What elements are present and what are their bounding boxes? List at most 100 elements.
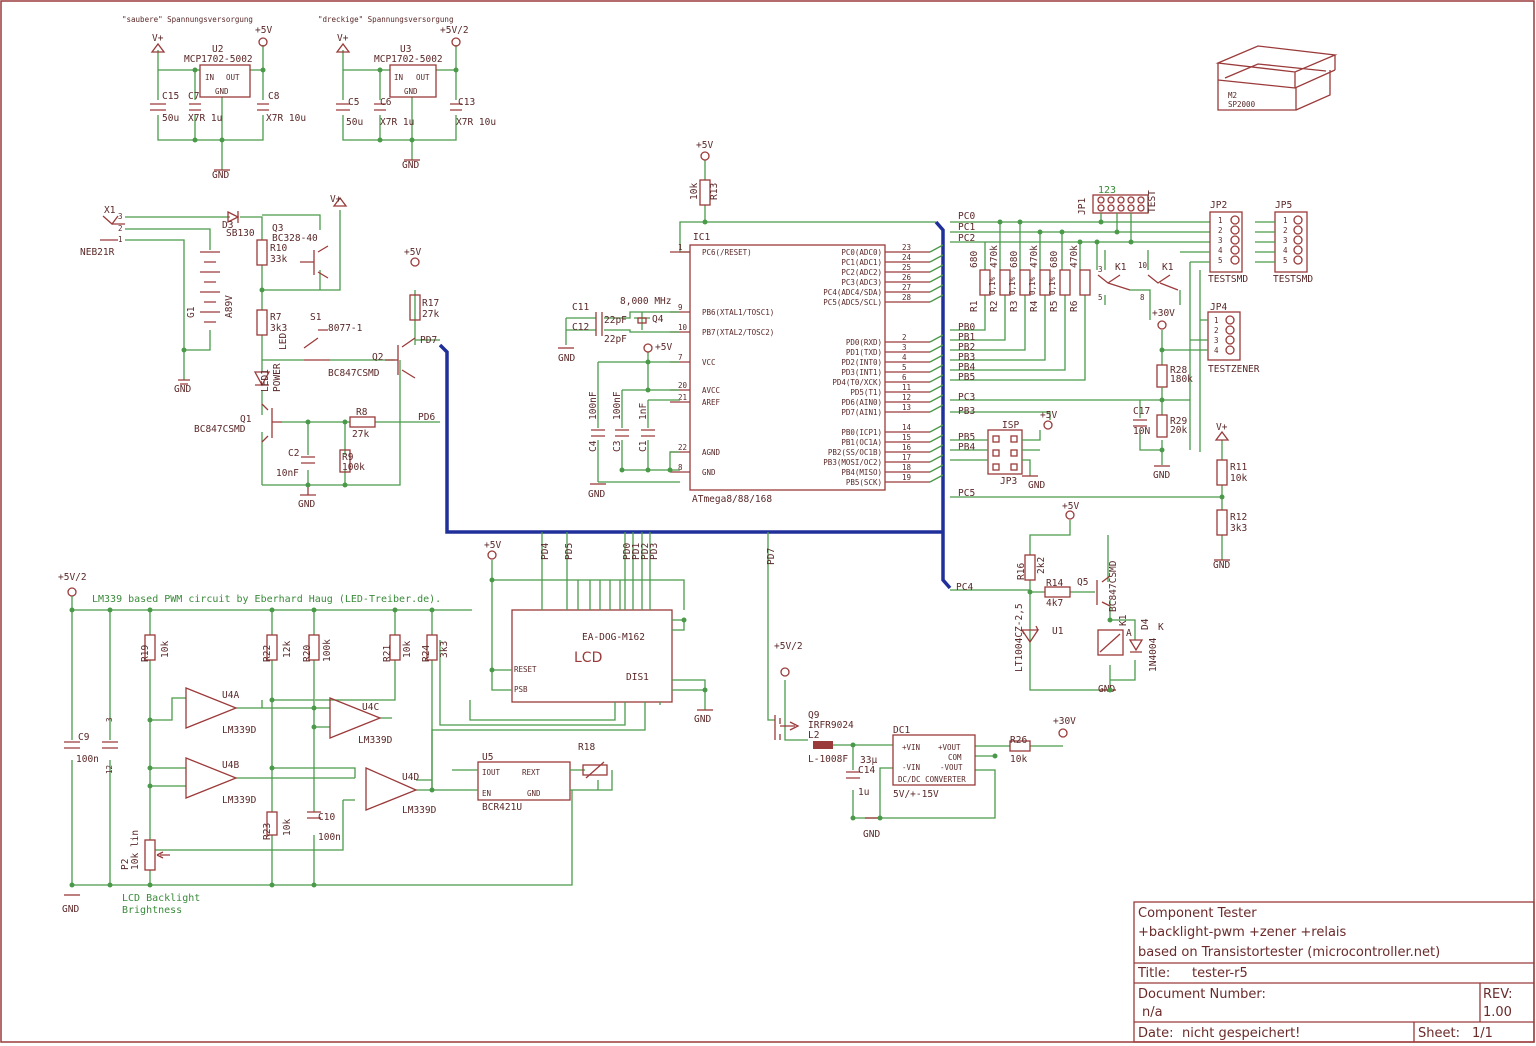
r24-value: 3k3 bbox=[439, 641, 450, 658]
mcu-left-pin-label: GND bbox=[702, 468, 716, 477]
mcu-right-pin-num: 16 bbox=[902, 443, 912, 452]
c11-value: 22pF bbox=[604, 315, 627, 326]
r17-value: 27k bbox=[422, 309, 439, 320]
r13-supply: +5V bbox=[696, 140, 713, 151]
mcu-right-pin-label: PC2(ADC2) bbox=[841, 268, 882, 277]
mcu-right-pin-wire bbox=[929, 464, 944, 473]
mcu-right-pin-wire bbox=[929, 394, 944, 403]
mcu-left-pin-label: PB6(XTAL1/TOSC1) bbox=[702, 308, 774, 317]
u3-5v2-label: +5V/2 bbox=[440, 25, 469, 36]
case-name: M2 bbox=[1228, 91, 1237, 100]
k1-pin10: 10 bbox=[1138, 261, 1148, 270]
mcu-left-pin-num: 8 bbox=[678, 463, 683, 472]
mcu-left-pin-num: 9 bbox=[678, 303, 683, 312]
jp5-pin4: 4 bbox=[1283, 246, 1288, 255]
u3-out: OUT bbox=[416, 73, 430, 82]
c1-value: 1nF bbox=[638, 403, 649, 420]
mcu-right-pin-label: PC3(ADC3) bbox=[841, 278, 882, 287]
r3-tol: 0,1% bbox=[1028, 276, 1037, 295]
c3-label: C3 bbox=[612, 441, 623, 452]
p2-label: P2 bbox=[120, 859, 131, 870]
pd6-label: PD6 bbox=[418, 412, 435, 423]
pb2-label: PB2 bbox=[958, 342, 975, 353]
mcu-right-pin-label: PD3(INT1) bbox=[841, 368, 882, 377]
title-line1: Component Tester bbox=[1138, 906, 1257, 921]
p2-value: 10k lin bbox=[130, 830, 141, 870]
r17-supply: +5V bbox=[404, 247, 421, 258]
mcu-right-pin-wire bbox=[929, 274, 944, 283]
r3-value: 680 bbox=[1009, 251, 1020, 268]
r8-label: R8 bbox=[356, 407, 368, 418]
u4c-label: U4C bbox=[362, 702, 379, 713]
c12-label: C12 bbox=[572, 322, 589, 333]
d3-part: SB130 bbox=[226, 228, 255, 239]
ic1-label: IC1 bbox=[693, 232, 710, 243]
u1-part: LT1004CZ-2,5 bbox=[1014, 603, 1025, 672]
mcu-right-pin-num: 5 bbox=[902, 363, 907, 372]
s1-label: S1 bbox=[310, 312, 322, 323]
mcu-right-pin-label: PC0(ADC0) bbox=[841, 248, 882, 257]
c13-label: C13 bbox=[458, 97, 475, 108]
u2-regulator bbox=[199, 64, 251, 98]
lcd-pd5: PD5 bbox=[564, 543, 575, 560]
c11-label: C11 bbox=[572, 302, 589, 313]
mcu-right-pin-num: 15 bbox=[902, 433, 911, 442]
lcd-reset: RESET bbox=[514, 665, 537, 674]
lcd-part: EA-DOG-M162 bbox=[582, 632, 645, 643]
crystal-gnd: GND bbox=[558, 353, 575, 364]
r14-label: R14 bbox=[1046, 578, 1063, 589]
dirty-supply: V+ +5V/2 U3 MCP1702-5002 IN OUT GND C5 5… bbox=[335, 25, 496, 171]
isp-label: ISP bbox=[1002, 420, 1019, 431]
lcd-display: EA-DOG-M162 LCD DIS1 RESET PSB PD4 PD5 P… bbox=[431, 532, 713, 790]
mcu-right-pin-num: 4 bbox=[902, 353, 907, 362]
mcu-right-pin-wire bbox=[929, 404, 944, 413]
k1-pin8: 8 bbox=[1140, 293, 1145, 302]
r16-label: R16 bbox=[1016, 563, 1027, 580]
mcu-right-pin-num: 28 bbox=[902, 293, 912, 302]
q9-part: IRFR9024 bbox=[808, 720, 854, 731]
mcu-right-pin-wire bbox=[929, 374, 944, 383]
mcu-right-pin-label: PC1(ADC1) bbox=[841, 258, 882, 267]
r20-label: R20 bbox=[302, 645, 313, 662]
pb5-label: PB5 bbox=[958, 372, 975, 383]
jp4-pin2: 2 bbox=[1214, 326, 1219, 335]
d4-k: K bbox=[1158, 622, 1164, 633]
r28-label: R28 bbox=[1170, 365, 1187, 376]
c9-pin12: 12 bbox=[105, 765, 114, 774]
u4a-part: LM339D bbox=[222, 725, 257, 736]
dc1-mvin: -VIN bbox=[902, 763, 920, 772]
u4d-part: LM339D bbox=[402, 805, 437, 816]
jp5-pin3: 3 bbox=[1283, 236, 1288, 245]
jp4-testzener: TESTZENER bbox=[1208, 364, 1260, 375]
u2-in: IN bbox=[205, 73, 214, 82]
mcu-right-pin-num: 14 bbox=[902, 423, 912, 432]
u5-en: EN bbox=[482, 789, 491, 798]
pb4-label: PB4 bbox=[958, 362, 975, 373]
c2-value: 10nF bbox=[276, 468, 299, 479]
r7-label: R7 bbox=[270, 312, 281, 323]
r13-label: R13 bbox=[709, 183, 720, 200]
c9-pin3: 3 bbox=[105, 717, 114, 722]
g1-label: G1 bbox=[186, 306, 197, 318]
mcu-right-pin-wire bbox=[929, 344, 944, 353]
q2-label: Q2 bbox=[372, 352, 383, 363]
mcu-left-pin-label: PC6(/RESET) bbox=[702, 248, 752, 257]
c10-value: 100n bbox=[318, 832, 341, 843]
mcu-right-pin-wire bbox=[929, 254, 944, 263]
k1-pin5: 5 bbox=[1098, 293, 1103, 302]
pc3-label: PC3 bbox=[958, 392, 975, 403]
ic1-body bbox=[689, 244, 886, 491]
r4-tol: 0,1% bbox=[1048, 276, 1057, 295]
mcu-right-pin-label: PD2(INT0) bbox=[841, 358, 882, 367]
q3-label: Q3 bbox=[272, 223, 283, 234]
jp4-pin1: 1 bbox=[1214, 316, 1219, 325]
mcu-right-pin-wire bbox=[929, 364, 944, 373]
r10-value: 33k bbox=[270, 254, 287, 265]
dcdc-supply: +5V/2 bbox=[774, 641, 803, 652]
mcu-right-pin-wire bbox=[929, 474, 944, 483]
u5-iout: IOUT bbox=[482, 768, 501, 777]
u5-part: BCR421U bbox=[482, 802, 522, 813]
title-line3: based on Transistortester (microcontroll… bbox=[1138, 945, 1440, 960]
pb3-isp-label: PB3 bbox=[958, 406, 975, 417]
mcu-right-pin-label: PB4(MISO) bbox=[841, 468, 882, 477]
